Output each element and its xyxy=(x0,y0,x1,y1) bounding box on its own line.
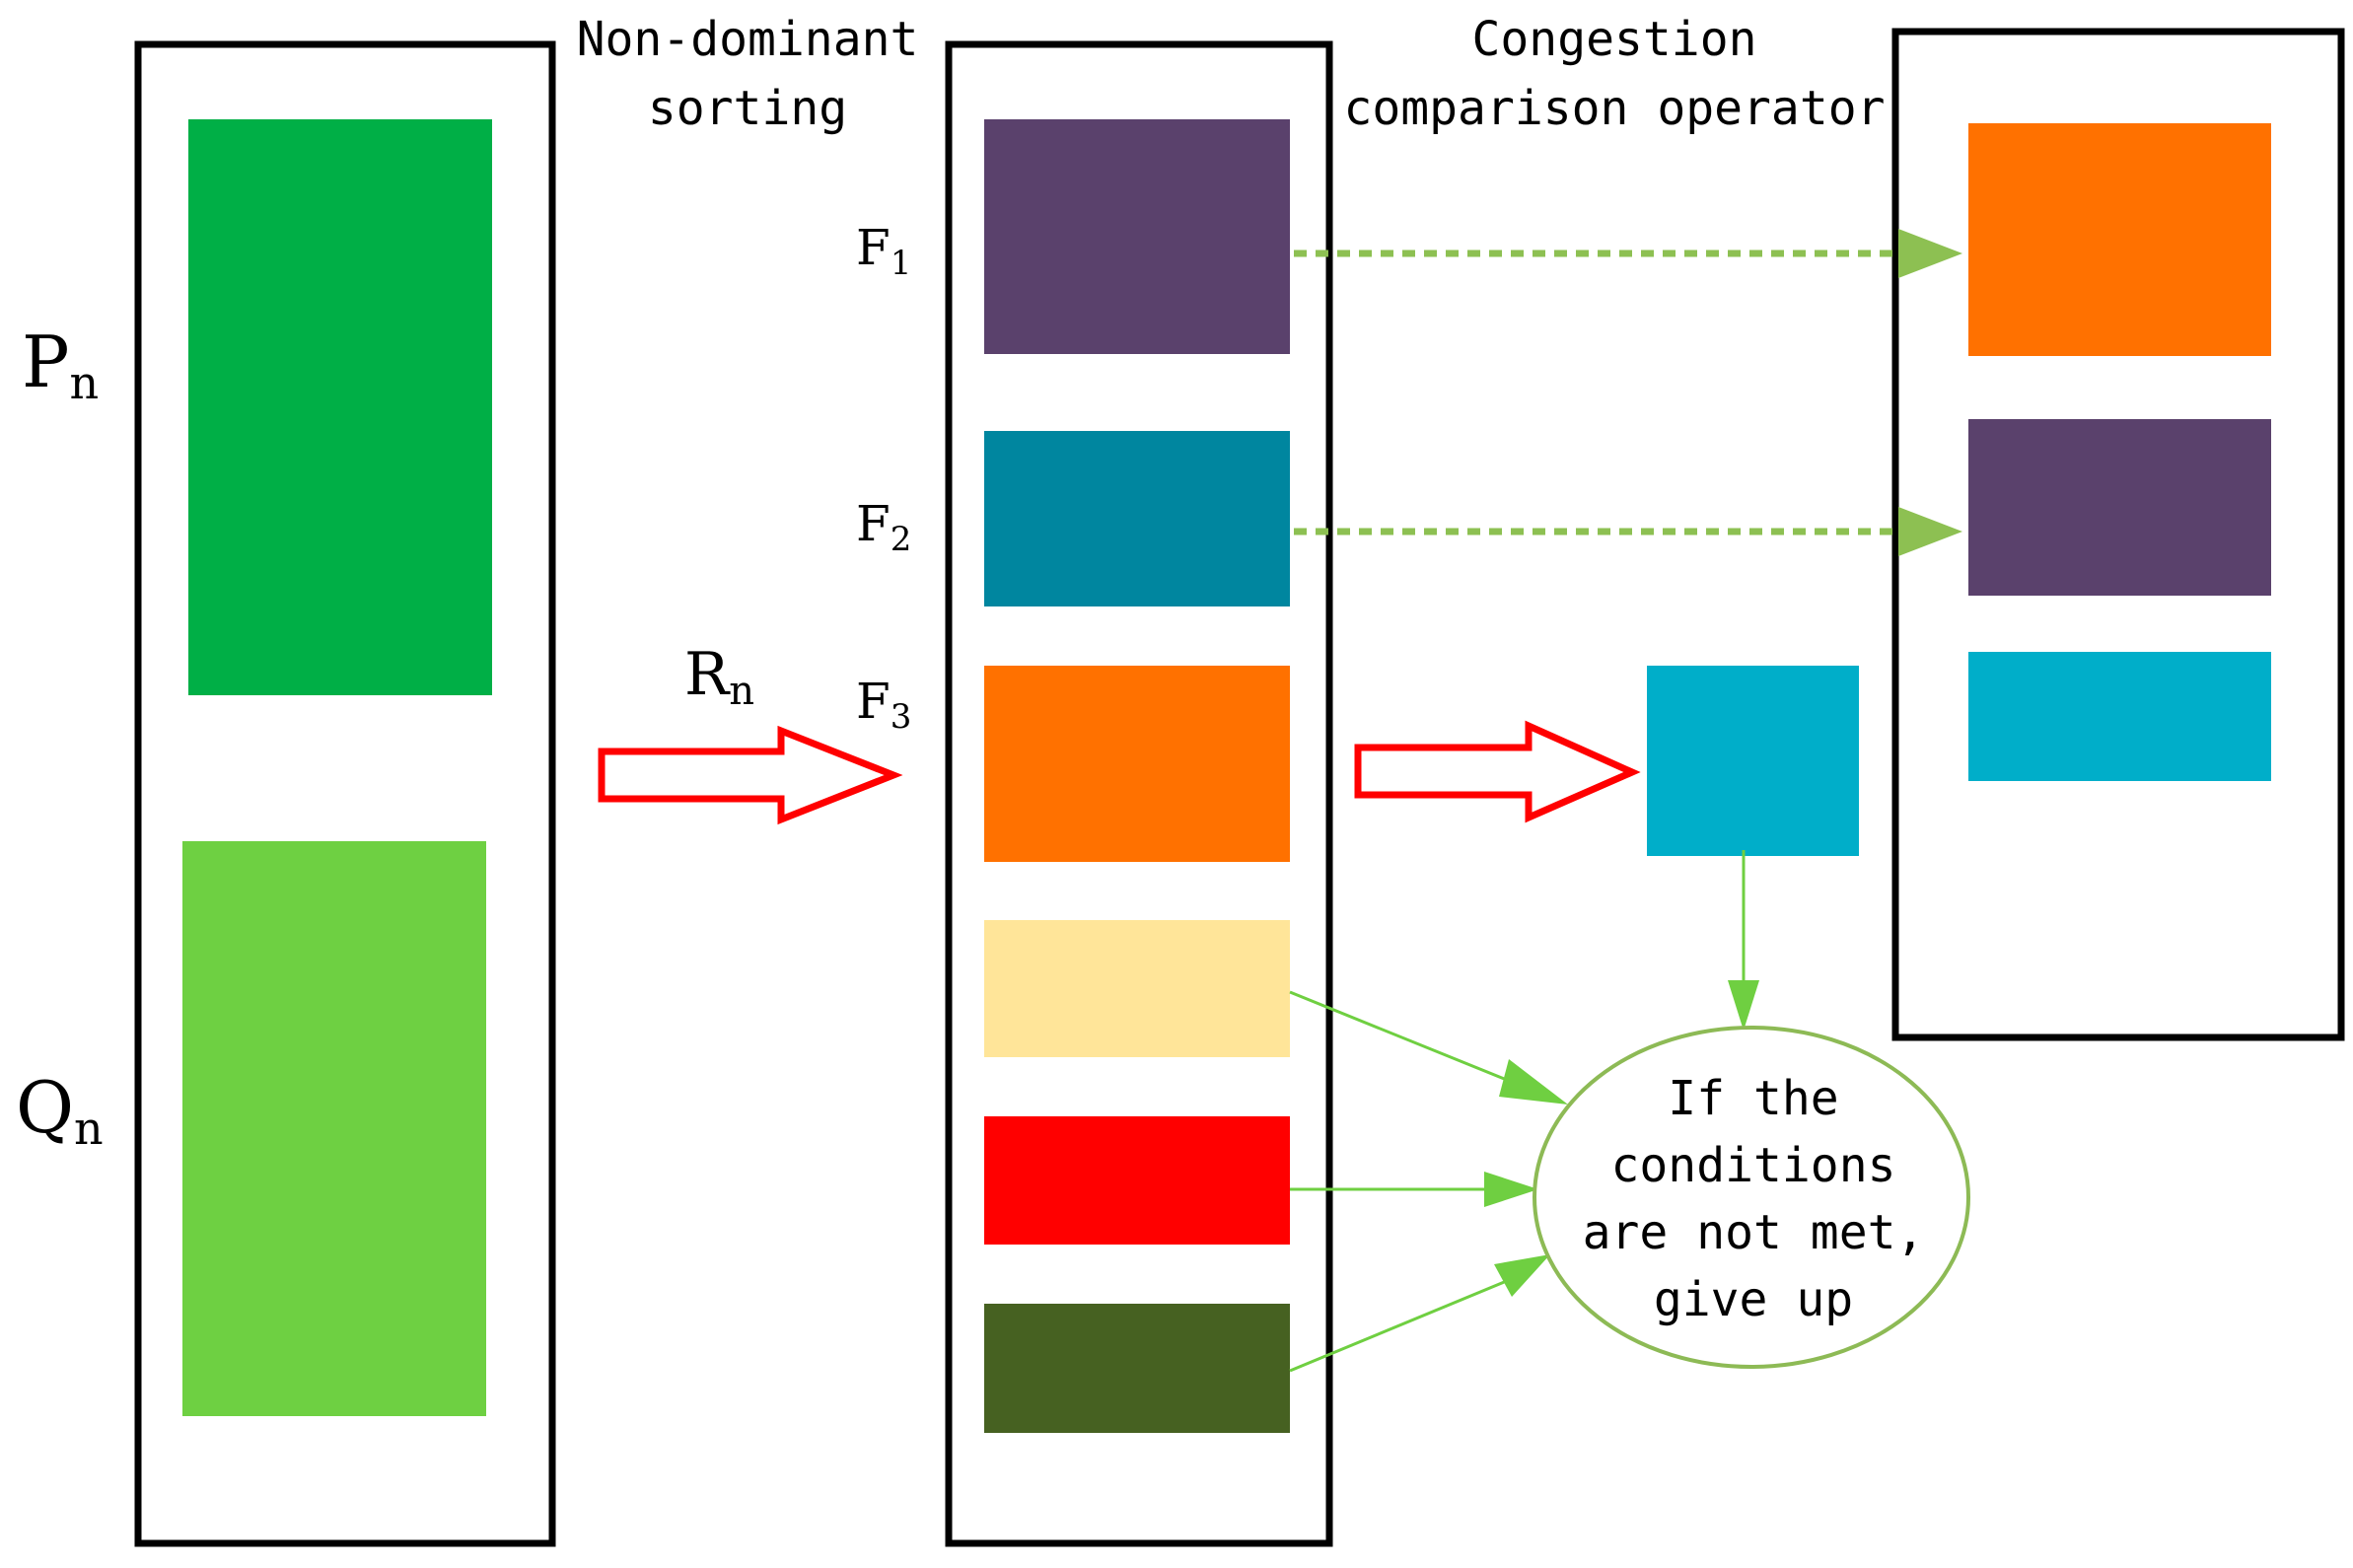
front-f5-block xyxy=(984,1116,1290,1245)
f6-to-reject-arrow xyxy=(1289,1278,1510,1373)
front-f2-block xyxy=(984,431,1290,606)
next-cyan-block xyxy=(1968,652,2271,781)
sorted-fronts-frame xyxy=(945,40,1333,1547)
p-label-subscript: n xyxy=(69,356,99,409)
population-frame xyxy=(134,40,556,1547)
f2-dotted-arrowhead xyxy=(1898,507,1962,556)
f2-label-subscript: 2 xyxy=(891,520,912,559)
f5-to-reject-arrowhead xyxy=(1484,1172,1538,1207)
f1-label-subscript: 1 xyxy=(891,244,912,283)
reject-label-line1: If the xyxy=(1668,1071,1838,1126)
reject-label-line3: are not met, xyxy=(1583,1205,1925,1260)
next-purple-block xyxy=(1968,419,2271,596)
q-population-block xyxy=(182,841,486,1416)
reject-label-line2: conditions xyxy=(1611,1138,1896,1193)
f3-label: F3 xyxy=(856,673,911,737)
selected-to-reject-arrowhead xyxy=(1728,980,1759,1031)
rn-label: Rn xyxy=(684,640,754,714)
sorting-label-line2: sorting xyxy=(648,81,847,136)
q-label-subscript: n xyxy=(74,1102,104,1155)
front-f3-block xyxy=(984,666,1290,862)
f1-dotted-arrowhead xyxy=(1898,229,1962,278)
f3-selection-arrow xyxy=(1354,720,1641,823)
f3-selected-block xyxy=(1647,666,1859,856)
p-label: Pn xyxy=(22,321,99,409)
f4-to-reject-arrowhead xyxy=(1499,1059,1568,1105)
p-population-block xyxy=(188,119,492,695)
q-label: Qn xyxy=(16,1066,104,1155)
f6-to-reject-arrowhead xyxy=(1494,1254,1550,1297)
front-f4-block xyxy=(984,920,1290,1057)
sorting-label-line1: Non-dominant xyxy=(577,12,919,67)
reject-label-line4: give up xyxy=(1654,1272,1853,1327)
f2-label: F2 xyxy=(856,495,911,559)
operator-label-line1: Congestion xyxy=(1472,12,1757,67)
f4-to-reject-arrow xyxy=(1289,990,1520,1087)
front-f6-block xyxy=(984,1304,1290,1433)
f3-label-subscript: 3 xyxy=(891,697,912,737)
operator-label-line2: comparison operator xyxy=(1343,81,1885,136)
front-f1-block xyxy=(984,119,1290,354)
next-population-frame xyxy=(1891,28,2345,1041)
next-orange-block xyxy=(1968,123,2271,356)
f1-label: F1 xyxy=(856,219,911,283)
reject-ellipse xyxy=(1533,1026,1970,1369)
rn-label-subscript: n xyxy=(729,669,754,714)
rn-transfer-arrow xyxy=(598,725,903,825)
